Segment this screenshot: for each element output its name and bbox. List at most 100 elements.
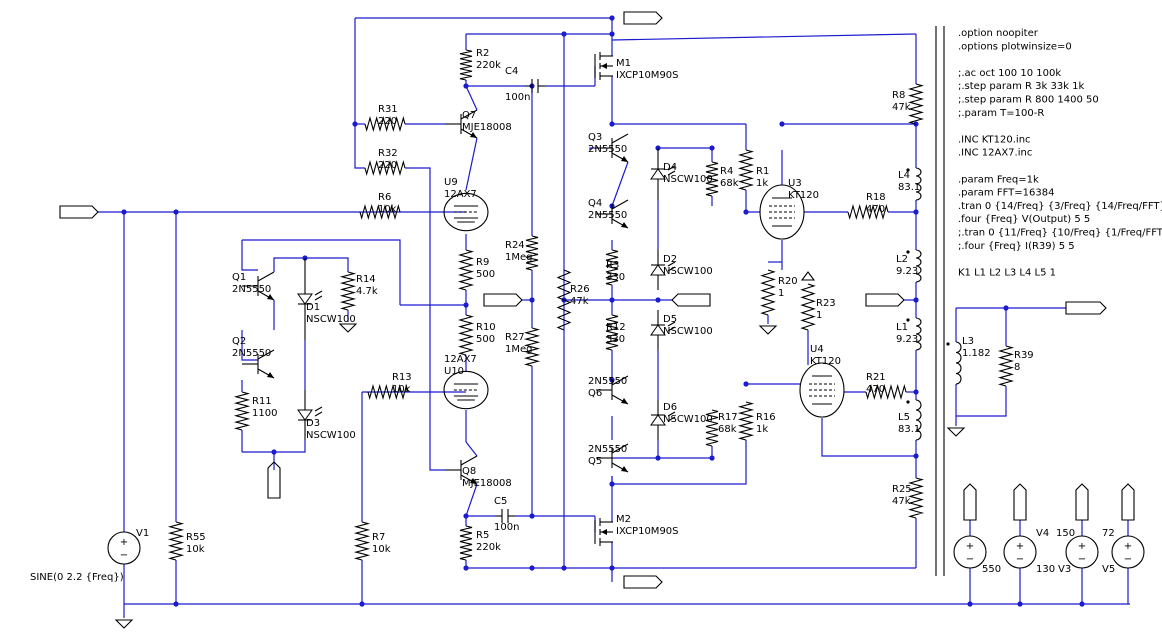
resistor-value: 47k (892, 496, 911, 507)
plus-sign: + (1124, 541, 1132, 552)
resistor-name: R13 (392, 372, 412, 383)
vd-minus-flag-mid (671, 293, 711, 307)
spice-line: K1 L1 L2 L3 L4 L5 1 (958, 267, 1056, 278)
va-flag (865, 293, 905, 307)
vd-plus-flag-top (623, 11, 663, 25)
led-model: NSCW100 (663, 266, 713, 277)
transistor-model: MJE18008 (462, 122, 512, 133)
transistor-name: Q2 (232, 336, 246, 347)
inductor-value: 9.23 (896, 334, 918, 345)
spice-line: ;.step param R 800 1400 50 (958, 95, 1099, 106)
source-name: V3 (1058, 564, 1071, 575)
spice-line: .INC KT120.inc (958, 134, 1031, 145)
voltage-source-v4: +− (1003, 535, 1037, 569)
resistor-name: R32 (378, 148, 398, 159)
junction-dot (709, 455, 715, 461)
junction-dot (609, 15, 615, 21)
led-name: D5 (663, 314, 677, 325)
resistor-value: 1k (756, 424, 768, 435)
capacitor-value: 100n (505, 92, 530, 103)
voltage-source-v5: +− (1111, 535, 1145, 569)
junction-dot (529, 565, 535, 571)
transistor-model: 2N5550 (588, 210, 627, 221)
inductor-value: 9.23 (896, 266, 918, 277)
resistor-value: 470 (866, 384, 885, 395)
led-name: D2 (663, 254, 677, 265)
transistor-model: 2N5550 (232, 348, 271, 359)
plus-sign: + (120, 537, 128, 548)
spice-line: .four {Freq} V(Output) 5 5 (958, 214, 1090, 225)
tube-name: U10 (444, 366, 464, 377)
junction-dot (609, 31, 615, 37)
transistor-name: Q8 (462, 466, 476, 477)
spice-line: .param FFT=16384 (958, 188, 1054, 199)
resistor-name: R21 (866, 372, 886, 383)
spice-line: ;.tran 0 {11/Freq} {10/Freq} {1/Freq/FFT… (958, 228, 1162, 239)
junction-dot (1003, 305, 1009, 311)
spice-line: ;.four {Freq} I(R39) 5 5 (958, 241, 1075, 252)
mosfet-model: IXCP10M90S (616, 526, 679, 537)
resistor-name: R26 (570, 284, 590, 295)
vd-plus-flag-bottom (623, 575, 663, 589)
junction-dot (779, 121, 785, 127)
resistor-value: 220k (476, 60, 501, 71)
junction-dot (359, 601, 365, 607)
transistor-name: Q4 (588, 198, 602, 209)
resistor-name: R8 (892, 90, 905, 101)
junction-dot (743, 381, 749, 387)
spice-line: ;.ac oct 100 10 100k (958, 68, 1061, 79)
inductor-l1: L19.23 (896, 317, 922, 351)
resistor-value: 4.7k (356, 286, 378, 297)
junction-dot (743, 209, 749, 215)
resistor-value: 1Meg (505, 252, 533, 263)
resistor-name: R27 (505, 332, 525, 343)
minus-sign: − (1124, 554, 1132, 565)
resistor-name: R12 (606, 322, 626, 333)
inductor-value: 1.182 (962, 348, 991, 359)
tube-name: U9 (444, 177, 458, 188)
transistor-model: 2N5550 (588, 376, 627, 387)
spice-line: .param Freq=1k (958, 174, 1039, 185)
vd-minus-arrow (800, 271, 816, 281)
led-name: D3 (306, 418, 320, 429)
resistor-value: 68k (718, 424, 737, 435)
led-model: NSCW100 (663, 174, 713, 185)
ground-symbol (114, 619, 134, 629)
wires (98, 15, 1130, 618)
junction-dot (967, 601, 973, 607)
junction-dot (609, 565, 615, 571)
led-model: NSCW100 (663, 326, 713, 337)
inductor-name: L5 (898, 412, 910, 423)
tube-model: KT120 (788, 190, 819, 201)
resistor-value: 10k (392, 384, 411, 395)
plus-sign: + (1016, 541, 1024, 552)
resistor-name: R18 (866, 192, 886, 203)
spice-line: .option noopiter (958, 28, 1039, 39)
tube-model: 12AX7 (444, 354, 477, 365)
resistor-name: R17 (718, 412, 738, 423)
resistor-value: 1k (756, 178, 768, 189)
ground-symbol (946, 427, 966, 437)
resistor-value: 470 (866, 204, 885, 215)
tube-model: 12AX7 (444, 189, 477, 200)
resistor-name: R14 (356, 274, 376, 285)
voltage-source-v1: +− (107, 531, 141, 565)
plus-sign: + (966, 541, 974, 552)
resistor-name: R3 (606, 260, 619, 271)
